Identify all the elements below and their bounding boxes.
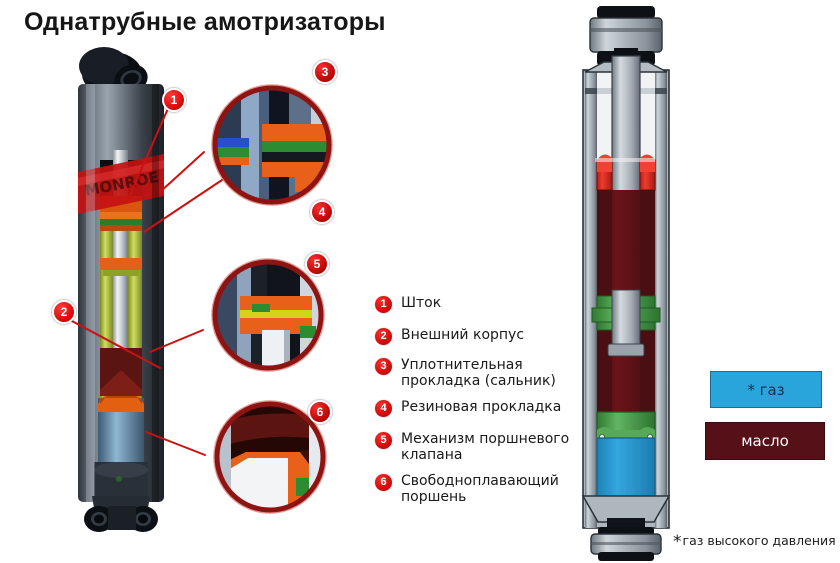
schematic-cutaway xyxy=(581,6,671,561)
footnote-text: газ высокого давления xyxy=(682,533,836,548)
detail-circle-piston-valve xyxy=(211,258,325,372)
page-title: Однатрубные амотризаторы xyxy=(24,8,386,36)
legend-badge-6: 6 xyxy=(375,474,392,491)
detail-callout-3[interactable]: 3 xyxy=(313,60,337,84)
legend-badge-4: 4 xyxy=(375,400,392,417)
detail-callout-6[interactable]: 6 xyxy=(308,400,332,424)
legend-item-2[interactable]: 2 Внешний корпус xyxy=(375,327,590,345)
legend-item-1[interactable]: 1 Шток xyxy=(375,295,590,313)
legend-badge-3: 3 xyxy=(375,358,392,375)
legend-badge-1: 1 xyxy=(375,296,392,313)
detail-circle-seal xyxy=(211,84,333,206)
legend-item-4[interactable]: 4 Резиновая прокладка xyxy=(375,399,590,417)
photo-callout-1[interactable]: 1 xyxy=(162,88,186,112)
footnote-asterisk: * xyxy=(673,532,682,552)
legend-badge-2: 2 xyxy=(375,328,392,345)
footnote: *газ высокого давления xyxy=(673,532,836,552)
legend-item-6[interactable]: 6 Свободноплавающий поршень xyxy=(375,473,590,505)
key-box-oil: масло xyxy=(705,422,825,460)
legend-label-4: Резиновая прокладка xyxy=(401,399,562,415)
legend-label-6: Свободноплавающий поршень xyxy=(401,473,559,505)
detail-circle-floating-piston xyxy=(213,400,327,514)
legend-label-3: Уплотнительная прокладка (сальник) xyxy=(401,357,556,389)
floating-piston-green xyxy=(596,411,656,440)
detail-callout-5[interactable]: 5 xyxy=(305,252,329,276)
piston-valve-green xyxy=(591,289,661,357)
legend-label-2: Внешний корпус xyxy=(401,327,525,343)
photo-callout-2[interactable]: 2 xyxy=(52,300,76,324)
legend-item-5[interactable]: 5 Механизм поршневого клапана xyxy=(375,431,590,463)
legend-list: 1 Шток 2 Внешний корпус 3 Уплотнительная… xyxy=(375,295,590,512)
legend-badge-5: 5 xyxy=(375,432,392,449)
legend-label-5: Механизм поршневого клапана xyxy=(401,431,570,463)
legend-label-1: Шток xyxy=(401,295,442,311)
detail-callout-4[interactable]: 4 xyxy=(310,200,334,224)
key-box-gas: * газ xyxy=(710,371,822,408)
legend-item-3[interactable]: 3 Уплотнительная прокладка (сальник) xyxy=(375,357,590,389)
